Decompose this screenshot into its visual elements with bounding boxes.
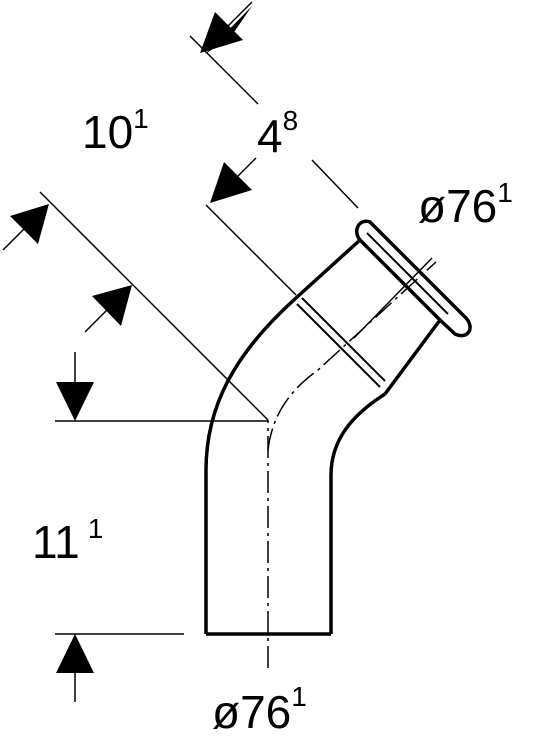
dim-diameter-top-leader [353,257,433,339]
arrow-socket-bottom [210,162,252,203]
label-socket-depth-sup: 8 [283,105,299,136]
label-length-vertical-sup: 1 [88,513,104,544]
arrowheads [10,6,252,673]
label-diameter-top-sup: 1 [497,177,513,208]
arrow-vertical-top [56,382,94,421]
label-diameter-bottom-sup: 1 [291,681,307,712]
label-length-diag-main: 10 [82,106,133,158]
arrow-socket-bottom-tail [235,157,257,179]
label-length-diag-sup: 1 [133,103,149,134]
arrow-socket-top-tail [227,1,253,27]
label-diameter-bottom: ø761 [212,681,307,736]
arrow-diag-inner [92,285,132,326]
dim-socket-upper-extension [189,35,259,105]
dim-length-diag-extension [39,191,269,421]
socket-bead [355,219,472,338]
socket-body [294,238,442,396]
pipe-left-wall [204,296,298,634]
socket-ring-line-2 [301,297,386,382]
label-socket-depth-main: 4 [257,110,283,162]
label-length-diag: 101 [82,103,149,158]
label-diameter-top: ø761 [418,177,513,232]
socket-inner-line [366,232,449,315]
label-length-vertical-main: 11 [32,516,80,568]
arrow-socket-top-head [200,12,243,53]
label-diameter-top-main: ø76 [418,180,497,232]
label-diameter-bottom-main: ø76 [212,686,291,736]
socket-ring [296,232,449,388]
pipe-right-wall [329,392,386,634]
dimension-lines [2,35,433,702]
arrow-diag-outer [10,204,49,244]
dim-socket-lower-extension [205,204,297,296]
arrow-vertical-bottom [56,634,94,673]
socket-ring-line-1 [296,303,381,388]
pipe-body [204,219,472,636]
center-lines [267,261,437,668]
label-socket-depth: 48 [257,105,298,162]
bend-center-line [267,261,437,451]
dim-socket-ref-line [311,159,359,209]
